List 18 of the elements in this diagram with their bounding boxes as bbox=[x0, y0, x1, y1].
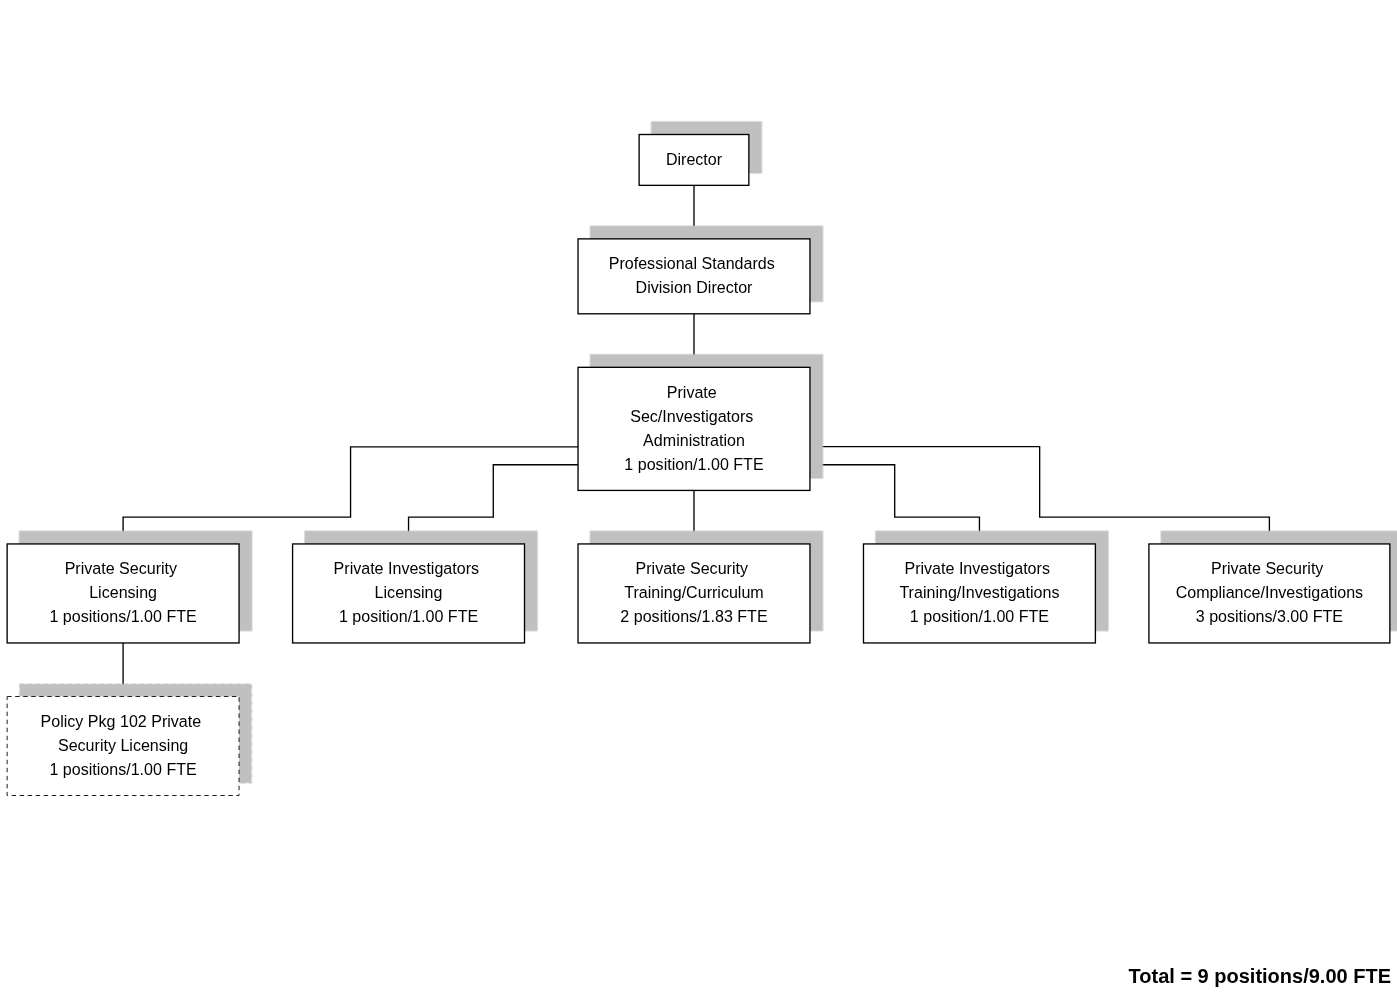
node-box: Professional Standards Division Director bbox=[577, 238, 811, 315]
connector bbox=[809, 446, 1271, 545]
node-box: Director bbox=[638, 133, 750, 186]
node-box: Private Sec/Investigators Administration 1 position/1.00 FTE bbox=[577, 366, 811, 492]
node-box: Private Security Licensing 1 positions/1.00 FTE bbox=[6, 543, 240, 644]
connector bbox=[693, 489, 695, 545]
node-box: Private Investigators Licensing 1 position/1.00 FTE bbox=[291, 543, 526, 644]
node-box: Private Security Training/Curriculum 2 positions/1.83 FTE bbox=[577, 543, 811, 644]
connector bbox=[122, 446, 579, 545]
node-box: Policy Pkg 102 Private Security Licensing 1 positions/1.00 FTE bbox=[6, 696, 240, 796]
total-note: Total = 9 positions/9.00 FTE bbox=[1128, 965, 1391, 988]
connector bbox=[809, 464, 981, 545]
connector bbox=[693, 313, 695, 368]
node-box: Private Investigators Training/Investigations 1 position/1.00 FTE bbox=[862, 543, 1097, 644]
connector bbox=[407, 464, 579, 545]
connector bbox=[693, 184, 695, 240]
node-box: Private Security Compliance/Investigations 3 positions/3.00 FTE bbox=[1148, 543, 1391, 644]
connector bbox=[122, 642, 124, 698]
